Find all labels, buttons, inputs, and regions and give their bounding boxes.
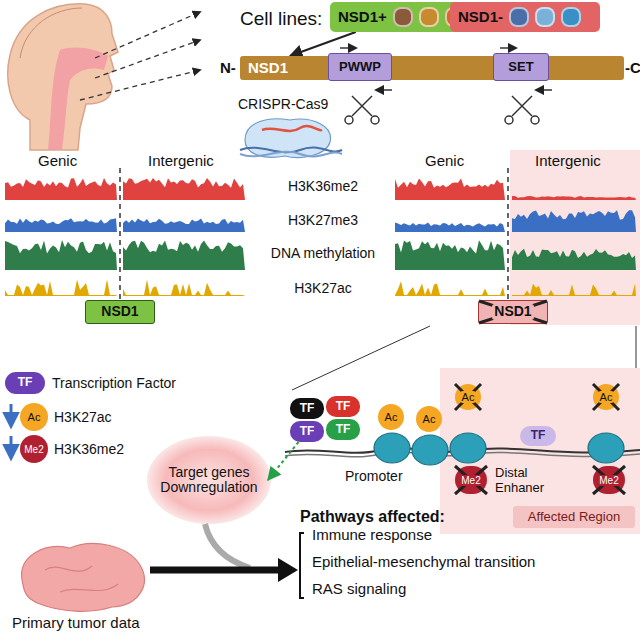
text-label: Primary tumor data xyxy=(12,614,140,631)
node-box: TF xyxy=(326,419,360,440)
text-label: Immune response xyxy=(312,526,432,543)
signal-track xyxy=(512,283,636,296)
node-text: Target genes Downregulation xyxy=(157,465,261,496)
node-box: TF xyxy=(290,398,324,419)
cell-icon xyxy=(393,7,413,27)
node-box: Me2 xyxy=(455,466,487,494)
signal-track xyxy=(5,218,117,232)
node-text: TF xyxy=(18,376,33,389)
signal-track xyxy=(123,178,245,200)
node-text: Ac xyxy=(423,413,436,425)
node-box: Ac xyxy=(455,384,481,410)
signal-track xyxy=(512,249,636,270)
node-box: Me2 xyxy=(593,466,625,494)
node-box: Ac xyxy=(378,404,404,430)
node-box: Ac xyxy=(593,384,619,410)
node-box: NSD1 xyxy=(478,300,548,324)
cell-icon xyxy=(535,7,555,27)
node-text: NSD1+ xyxy=(338,9,387,26)
node-text: NSD1- xyxy=(458,9,503,26)
node-text: NSD1 xyxy=(492,304,533,319)
signal-track xyxy=(512,196,636,200)
node-box: NSD1- xyxy=(450,2,600,32)
cell-icon xyxy=(509,7,529,27)
node-box: Affected Region xyxy=(513,506,635,528)
signal-track xyxy=(5,240,117,270)
text-label: Distal Enhaner xyxy=(495,466,557,496)
text-label: H3K36me2 xyxy=(258,178,388,194)
node-box: TF xyxy=(520,426,556,446)
node-text: PWWP xyxy=(339,60,381,74)
text-label: Cell lines: xyxy=(240,8,322,30)
signal-track xyxy=(512,210,636,232)
node-text: Me2 xyxy=(597,475,620,486)
signal-track xyxy=(123,279,245,296)
text-label: Pathways affected: xyxy=(300,508,445,526)
text-label: H3K27me3 xyxy=(258,212,388,228)
text-label: RAS signaling xyxy=(312,580,406,597)
node-text: Ac xyxy=(598,391,615,403)
signal-track xyxy=(395,281,505,296)
node-box: PWWP xyxy=(328,53,392,81)
node-text: SET xyxy=(508,60,533,74)
node-text: TF xyxy=(336,423,351,436)
node-text: Ac xyxy=(28,411,41,423)
text-label: Intergenic xyxy=(148,152,214,169)
node-text: Me2 xyxy=(24,444,43,455)
text-label: N- xyxy=(220,59,236,76)
node-text: TF xyxy=(300,402,315,415)
text-label: Promoter xyxy=(345,468,403,484)
text-label: -C xyxy=(625,59,640,76)
text-label: Transcription Factor xyxy=(52,375,176,391)
cell-icon xyxy=(419,7,439,27)
cell-icon xyxy=(561,7,581,27)
node-text: Ac xyxy=(385,411,398,423)
node-box: Target genes Downregulation xyxy=(150,440,268,520)
node-box: Me2 xyxy=(20,435,48,463)
node-box: TF xyxy=(5,372,45,394)
text-label: CRISPR-Cas9 xyxy=(238,96,328,112)
node-text: TF xyxy=(336,400,351,413)
node-text: NSD1 xyxy=(101,304,138,319)
signal-track xyxy=(123,219,245,232)
node-box: TF xyxy=(290,421,324,442)
node-box: NSD1 xyxy=(85,300,155,324)
node-text: NSD1 xyxy=(248,60,288,77)
node-text: TF xyxy=(531,429,546,442)
node-box: Ac xyxy=(416,406,442,432)
text-label: Epithelial-mesenchymal transition xyxy=(312,553,535,570)
text-label: Genic xyxy=(38,152,77,169)
node-text: Me2 xyxy=(459,475,482,486)
node-box: TF xyxy=(326,396,360,417)
text-label: H3K27ac xyxy=(258,280,388,296)
node-box: NSD1 PWWP SET xyxy=(240,56,624,80)
signal-track xyxy=(5,279,117,296)
signal-track xyxy=(395,223,505,233)
node-box: Ac xyxy=(20,403,48,431)
text-label: Intergenic xyxy=(535,152,601,169)
signal-track xyxy=(395,179,505,201)
connector xyxy=(268,442,299,480)
node-text: Ac xyxy=(460,391,477,403)
node-text: TF xyxy=(300,425,315,438)
text-label: DNA methylation xyxy=(258,245,388,261)
text-label: H3K27ac xyxy=(54,409,112,425)
node-text: Affected Region xyxy=(528,510,620,524)
signal-track xyxy=(5,178,117,200)
signal-track xyxy=(123,241,245,271)
text-label: Genic xyxy=(425,152,464,169)
node-box: SET xyxy=(493,53,549,81)
text-label: H3K36me2 xyxy=(54,441,124,457)
signal-track xyxy=(395,240,505,270)
